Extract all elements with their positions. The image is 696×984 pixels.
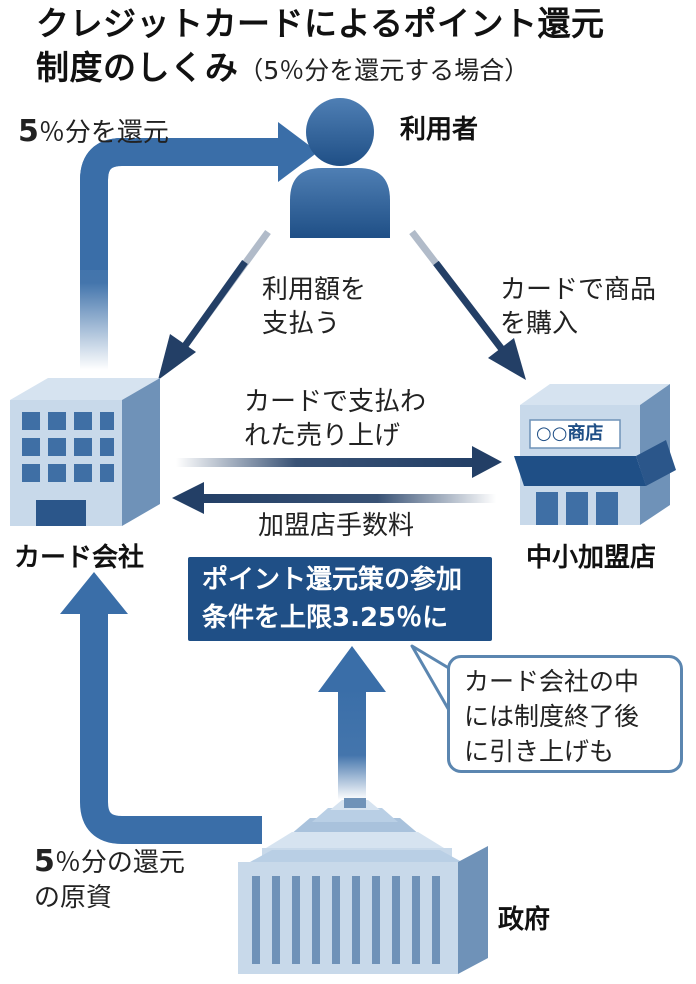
merchant-fee-label: 加盟店手数料 [258,511,415,541]
note-bubble: カード会社の中 には制度終了後 に引き上げも [447,655,683,773]
merchant-sign-text: ○○商店 [536,423,604,444]
card-company-building-icon [10,378,160,526]
card-sales-label-line2: れた売り上げ [244,421,401,451]
funding-label-line2: の原資 [34,883,113,913]
buy-with-card-arrow [409,229,526,380]
policy-line1: ポイント還元策の参加 [202,565,463,595]
policy-box: ポイント還元策の参加 条件を上限3.25％に [188,557,492,641]
pay-usage-arrow [158,229,271,380]
diagram-title-line1: クレジットカードによるポイント還元 [36,4,605,43]
user-label: 利用者 [400,115,479,145]
merchant-label: 中小加盟店 [526,543,657,573]
buy-with-card-label-line2: を購入 [500,309,579,339]
rebate-to-user-arrow [80,122,318,370]
pay-usage-label-line1: 利用額を [262,275,367,305]
government-building-icon [238,798,488,974]
diagram-title-line2: 制度のしくみ（5％分を還元する場合） [36,46,529,96]
card-sales-label-line1: カードで支払わ [244,387,427,417]
funding-arrow [60,572,262,844]
pay-usage-label-line2: 支払う [262,309,341,339]
rebate-to-user-label: 5％分を還元 [18,114,169,149]
user-icon [290,98,390,238]
diagram-title-sub: （5％分を還元する場合） [238,56,530,85]
note-line1: カード会社の中 [464,667,640,696]
government-label: 政府 [498,905,551,935]
card-sales-arrow [176,446,502,478]
buy-with-card-label-line1: カードで商品 [500,275,657,305]
policy-arrow [318,646,386,800]
note-line2: には制度終了後 [464,702,640,731]
note-line3: に引き上げも [464,737,615,766]
diagram-title-main: 制度のしくみ [36,48,239,87]
merchant-shop-icon [514,384,676,525]
card-company-label: カード会社 [14,543,145,573]
policy-line2: 条件を上限3.25％に [202,603,449,633]
merchant-fee-arrow [172,482,496,514]
funding-label-line1: 5％分の還元 [34,844,185,879]
